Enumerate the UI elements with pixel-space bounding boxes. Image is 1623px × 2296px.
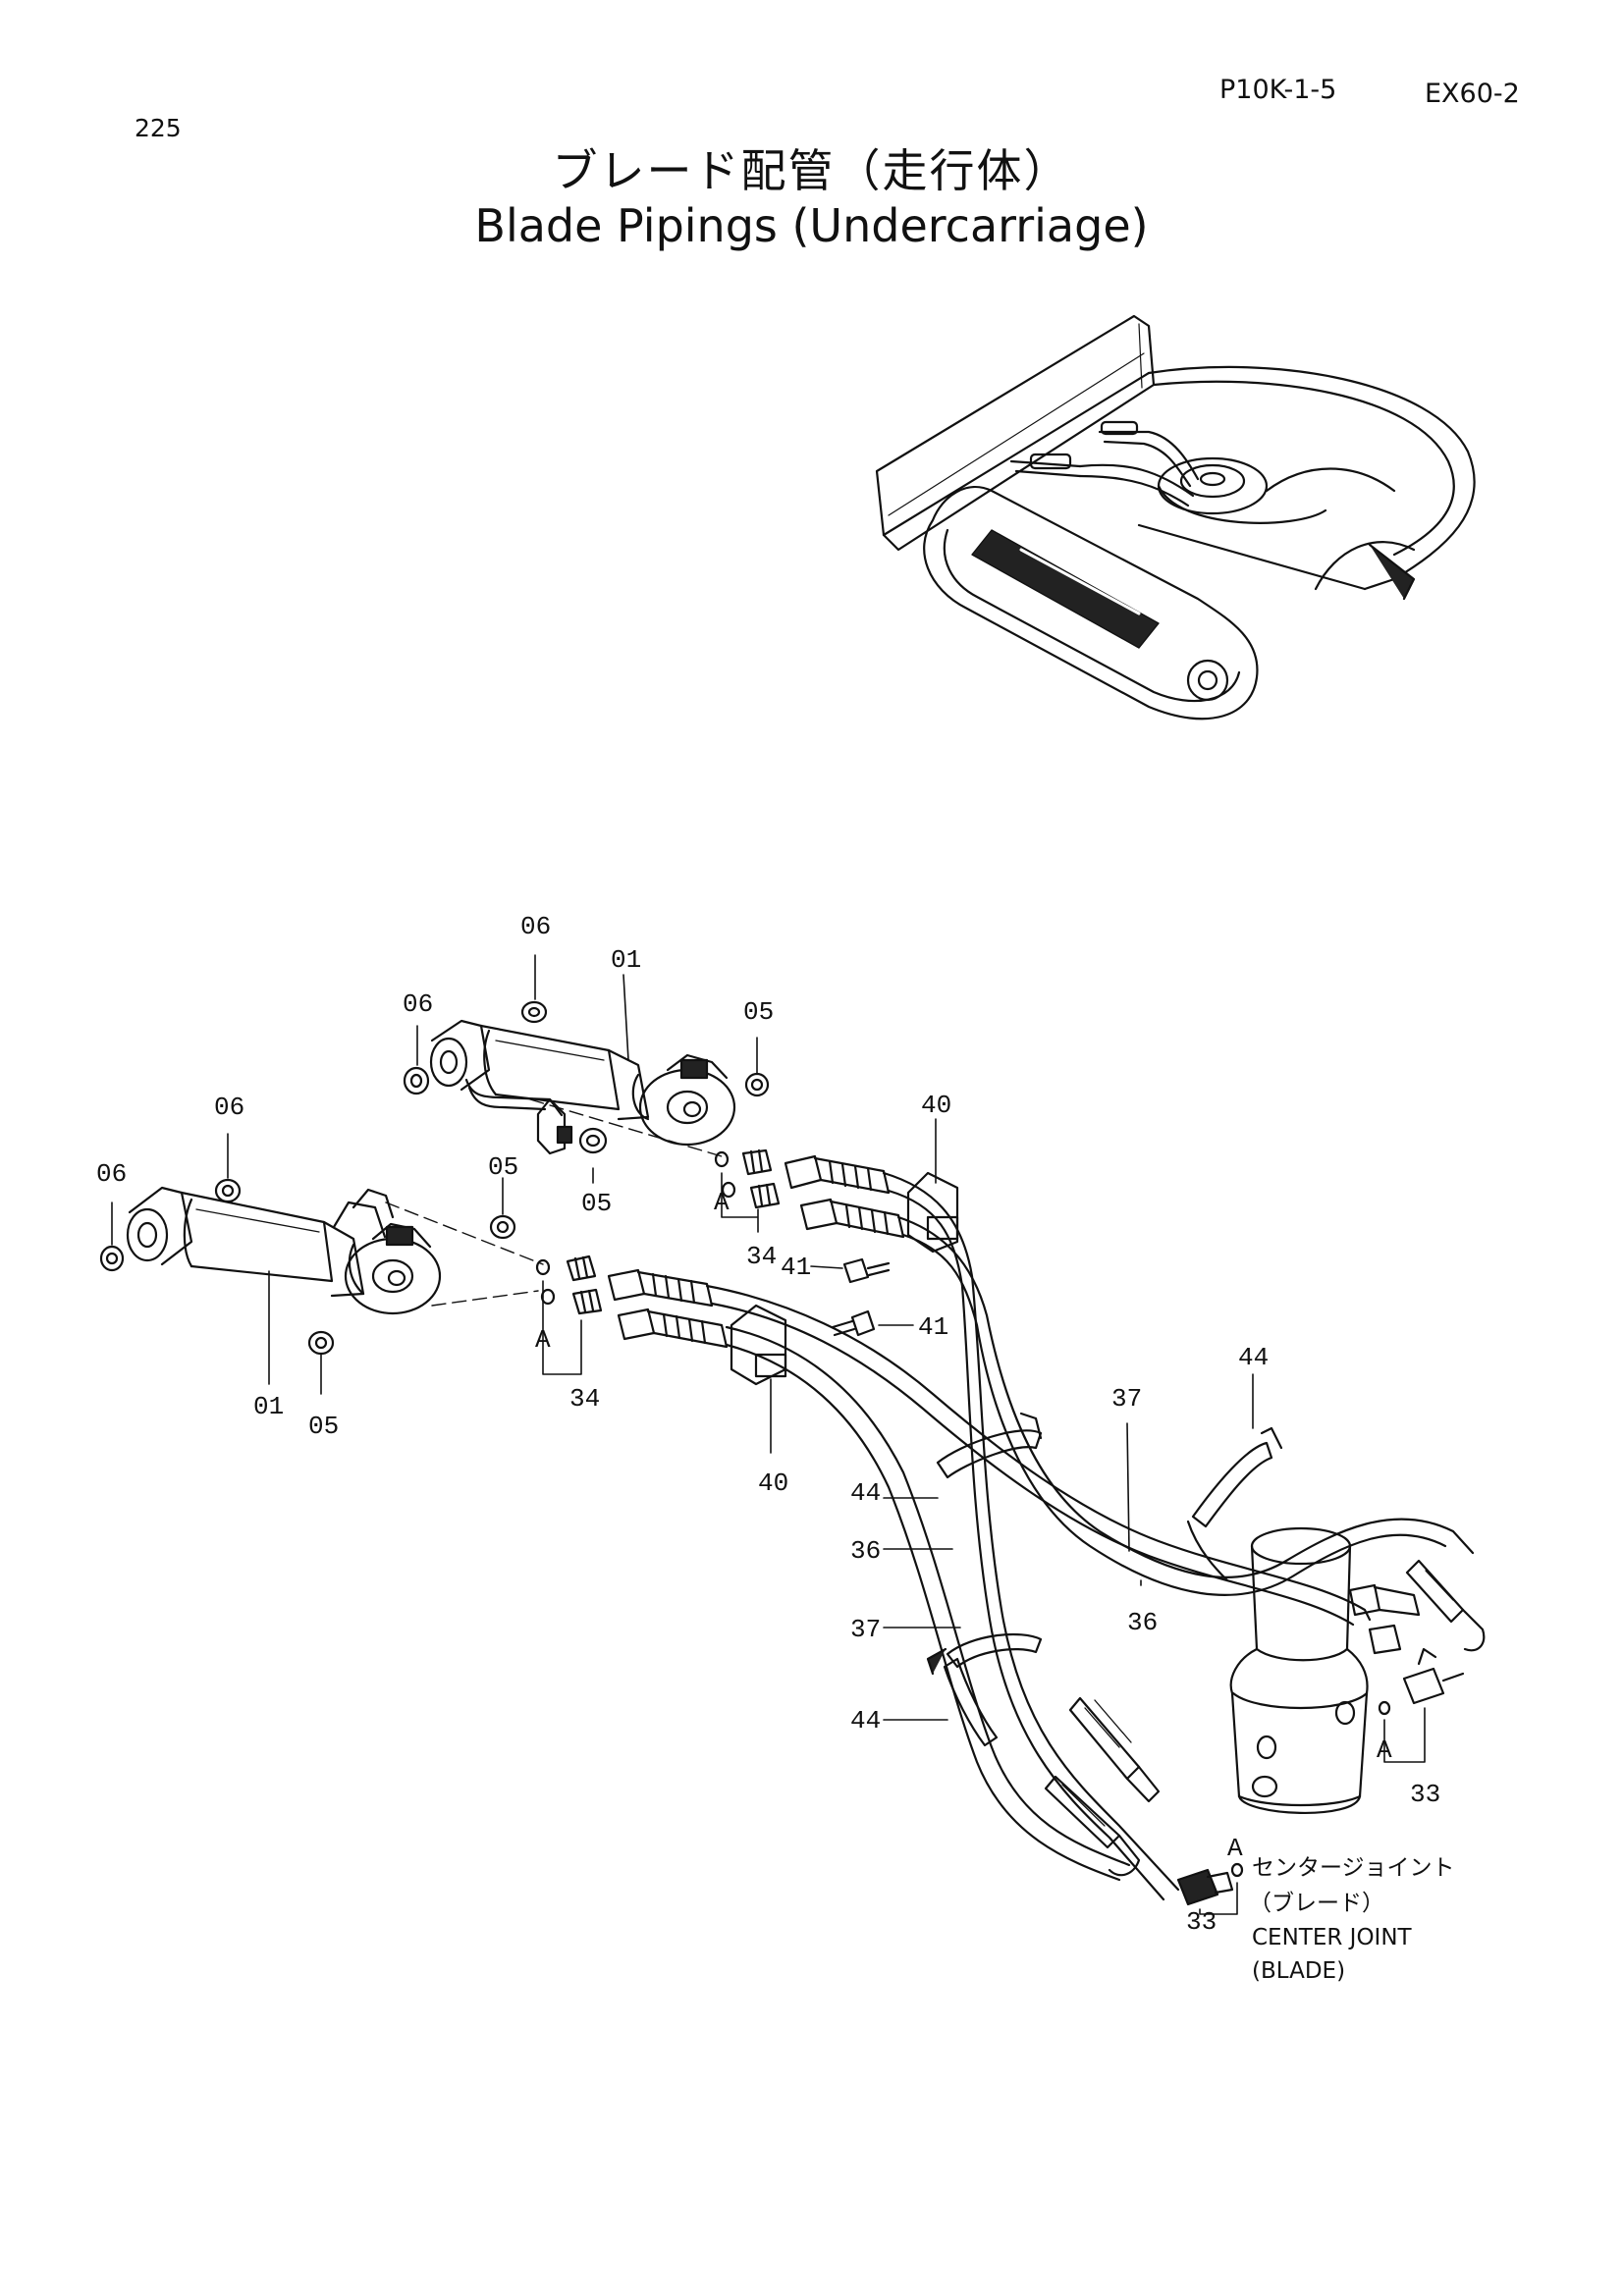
undercarriage-overview-illustration [875,314,1476,721]
center-joint [1176,1526,1465,1906]
callout-34: 34 [569,1384,600,1414]
callout-01: 01 [253,1392,284,1421]
callout-33: 33 [1186,1907,1217,1937]
washers-and-fittings [99,1000,891,1356]
center-joint-label-jp-sub: （ブレード） [1249,1891,1384,1916]
callout-44: 44 [850,1478,881,1508]
callout-a: A [535,1325,551,1355]
callout-37: 37 [850,1615,881,1644]
callout-labels: 06 01 06 05 06 06 05 05 40 A 34 41 A 41 … [96,912,1440,1937]
center-joint-label-jp: センタージョイント [1252,1855,1455,1881]
lower-blade-cylinder [126,1186,442,1315]
callout-37: 37 [1111,1384,1142,1414]
callout-01: 01 [611,945,641,975]
callout-41: 41 [918,1312,948,1342]
page-title-japanese: ブレード配管（走行体） [552,144,1071,197]
callout-34: 34 [746,1242,777,1271]
model-name: EX60-2 [1425,79,1520,109]
upper-blade-cylinder [429,1019,736,1155]
page-number: 225 [135,114,182,142]
callout-06: 06 [403,989,433,1019]
page-title-english: Blade Pipings (Undercarriage) [474,199,1149,252]
callout-06: 06 [96,1159,127,1189]
callout-36: 36 [1127,1608,1158,1637]
callout-41: 41 [781,1253,811,1282]
callout-36: 36 [850,1536,881,1566]
callout-44: 44 [850,1706,881,1735]
callout-05: 05 [488,1152,518,1182]
callout-06: 06 [214,1093,244,1122]
callout-a: A [714,1188,730,1217]
callout-05: 05 [581,1189,612,1218]
hydraulic-hoses [607,1154,1486,1901]
callout-06: 06 [520,912,551,941]
callout-a: A [1227,1834,1243,1863]
callout-05: 05 [743,997,774,1027]
callout-40: 40 [921,1091,951,1120]
center-joint-label-en: CENTER JOINT [1252,1925,1413,1950]
callout-33: 33 [1410,1780,1440,1809]
leader-lines [111,954,1426,1915]
center-joint-label-en-sub: (BLADE) [1252,1958,1345,1984]
center-joint-label: センタージョイント （ブレード） CENTER JOINT (BLADE) [1249,1855,1455,1984]
callout-40: 40 [758,1468,788,1498]
callout-05: 05 [308,1412,339,1441]
reference-code: P10K-1-5 [1219,75,1337,105]
callout-44: 44 [1238,1343,1269,1372]
callout-a: A [1377,1735,1392,1765]
